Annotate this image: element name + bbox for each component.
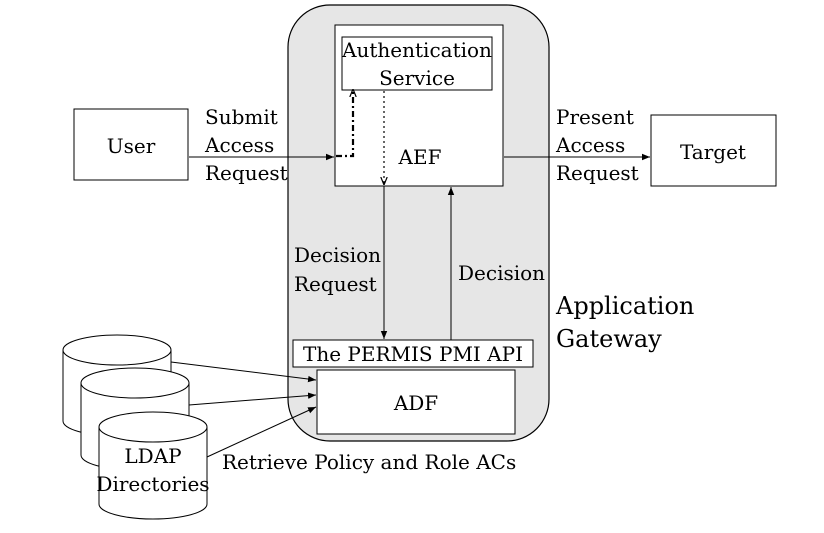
authentication-dash-dot-arrow <box>336 89 353 158</box>
ldap-retrieve-arrow-3 <box>206 406 317 458</box>
authentication-service-label-line-1: Authentication <box>341 38 492 62</box>
ldap-retrieve-arrow-2 <box>188 392 317 406</box>
adf-box <box>316 369 516 435</box>
application-gateway-label-line-1: Application <box>555 292 694 320</box>
target-box <box>650 114 777 187</box>
submit-label-line-1: Submit <box>205 105 278 129</box>
ldap-label-line-1: LDAP <box>124 444 181 468</box>
submit-label-line-3: Request <box>205 161 288 185</box>
application-gateway-label-line-2: Gateway <box>556 325 662 353</box>
retrieve-label: Retrieve Policy and Role ACs <box>222 450 516 474</box>
pmi-api-label: The PERMIS PMI API <box>303 342 523 366</box>
present-label-line-1: Present <box>556 105 634 129</box>
pmi-api-box <box>292 339 534 368</box>
ldap-retrieve-arrow-1 <box>170 361 317 383</box>
ldap-label-line-2: Directories <box>96 472 209 496</box>
target-label: Target <box>680 140 746 164</box>
adf-label: ADF <box>393 391 438 415</box>
user-label: User <box>107 134 156 158</box>
present-label-line-2: Access <box>555 133 625 157</box>
submit-label-line-2: Access <box>204 133 274 157</box>
authentication-service-box <box>341 36 493 91</box>
authentication-service-label-line-2: Service <box>379 66 455 90</box>
decision-request-label-line-1: Decision <box>294 243 381 267</box>
user-box <box>73 108 189 181</box>
decision-request-label-line-2: Request <box>294 272 377 296</box>
ldap-cylinder-front <box>98 411 208 520</box>
present-label-line-3: Request <box>556 161 639 185</box>
decision-label: Decision <box>458 261 545 285</box>
aef-label: AEF <box>398 145 442 169</box>
